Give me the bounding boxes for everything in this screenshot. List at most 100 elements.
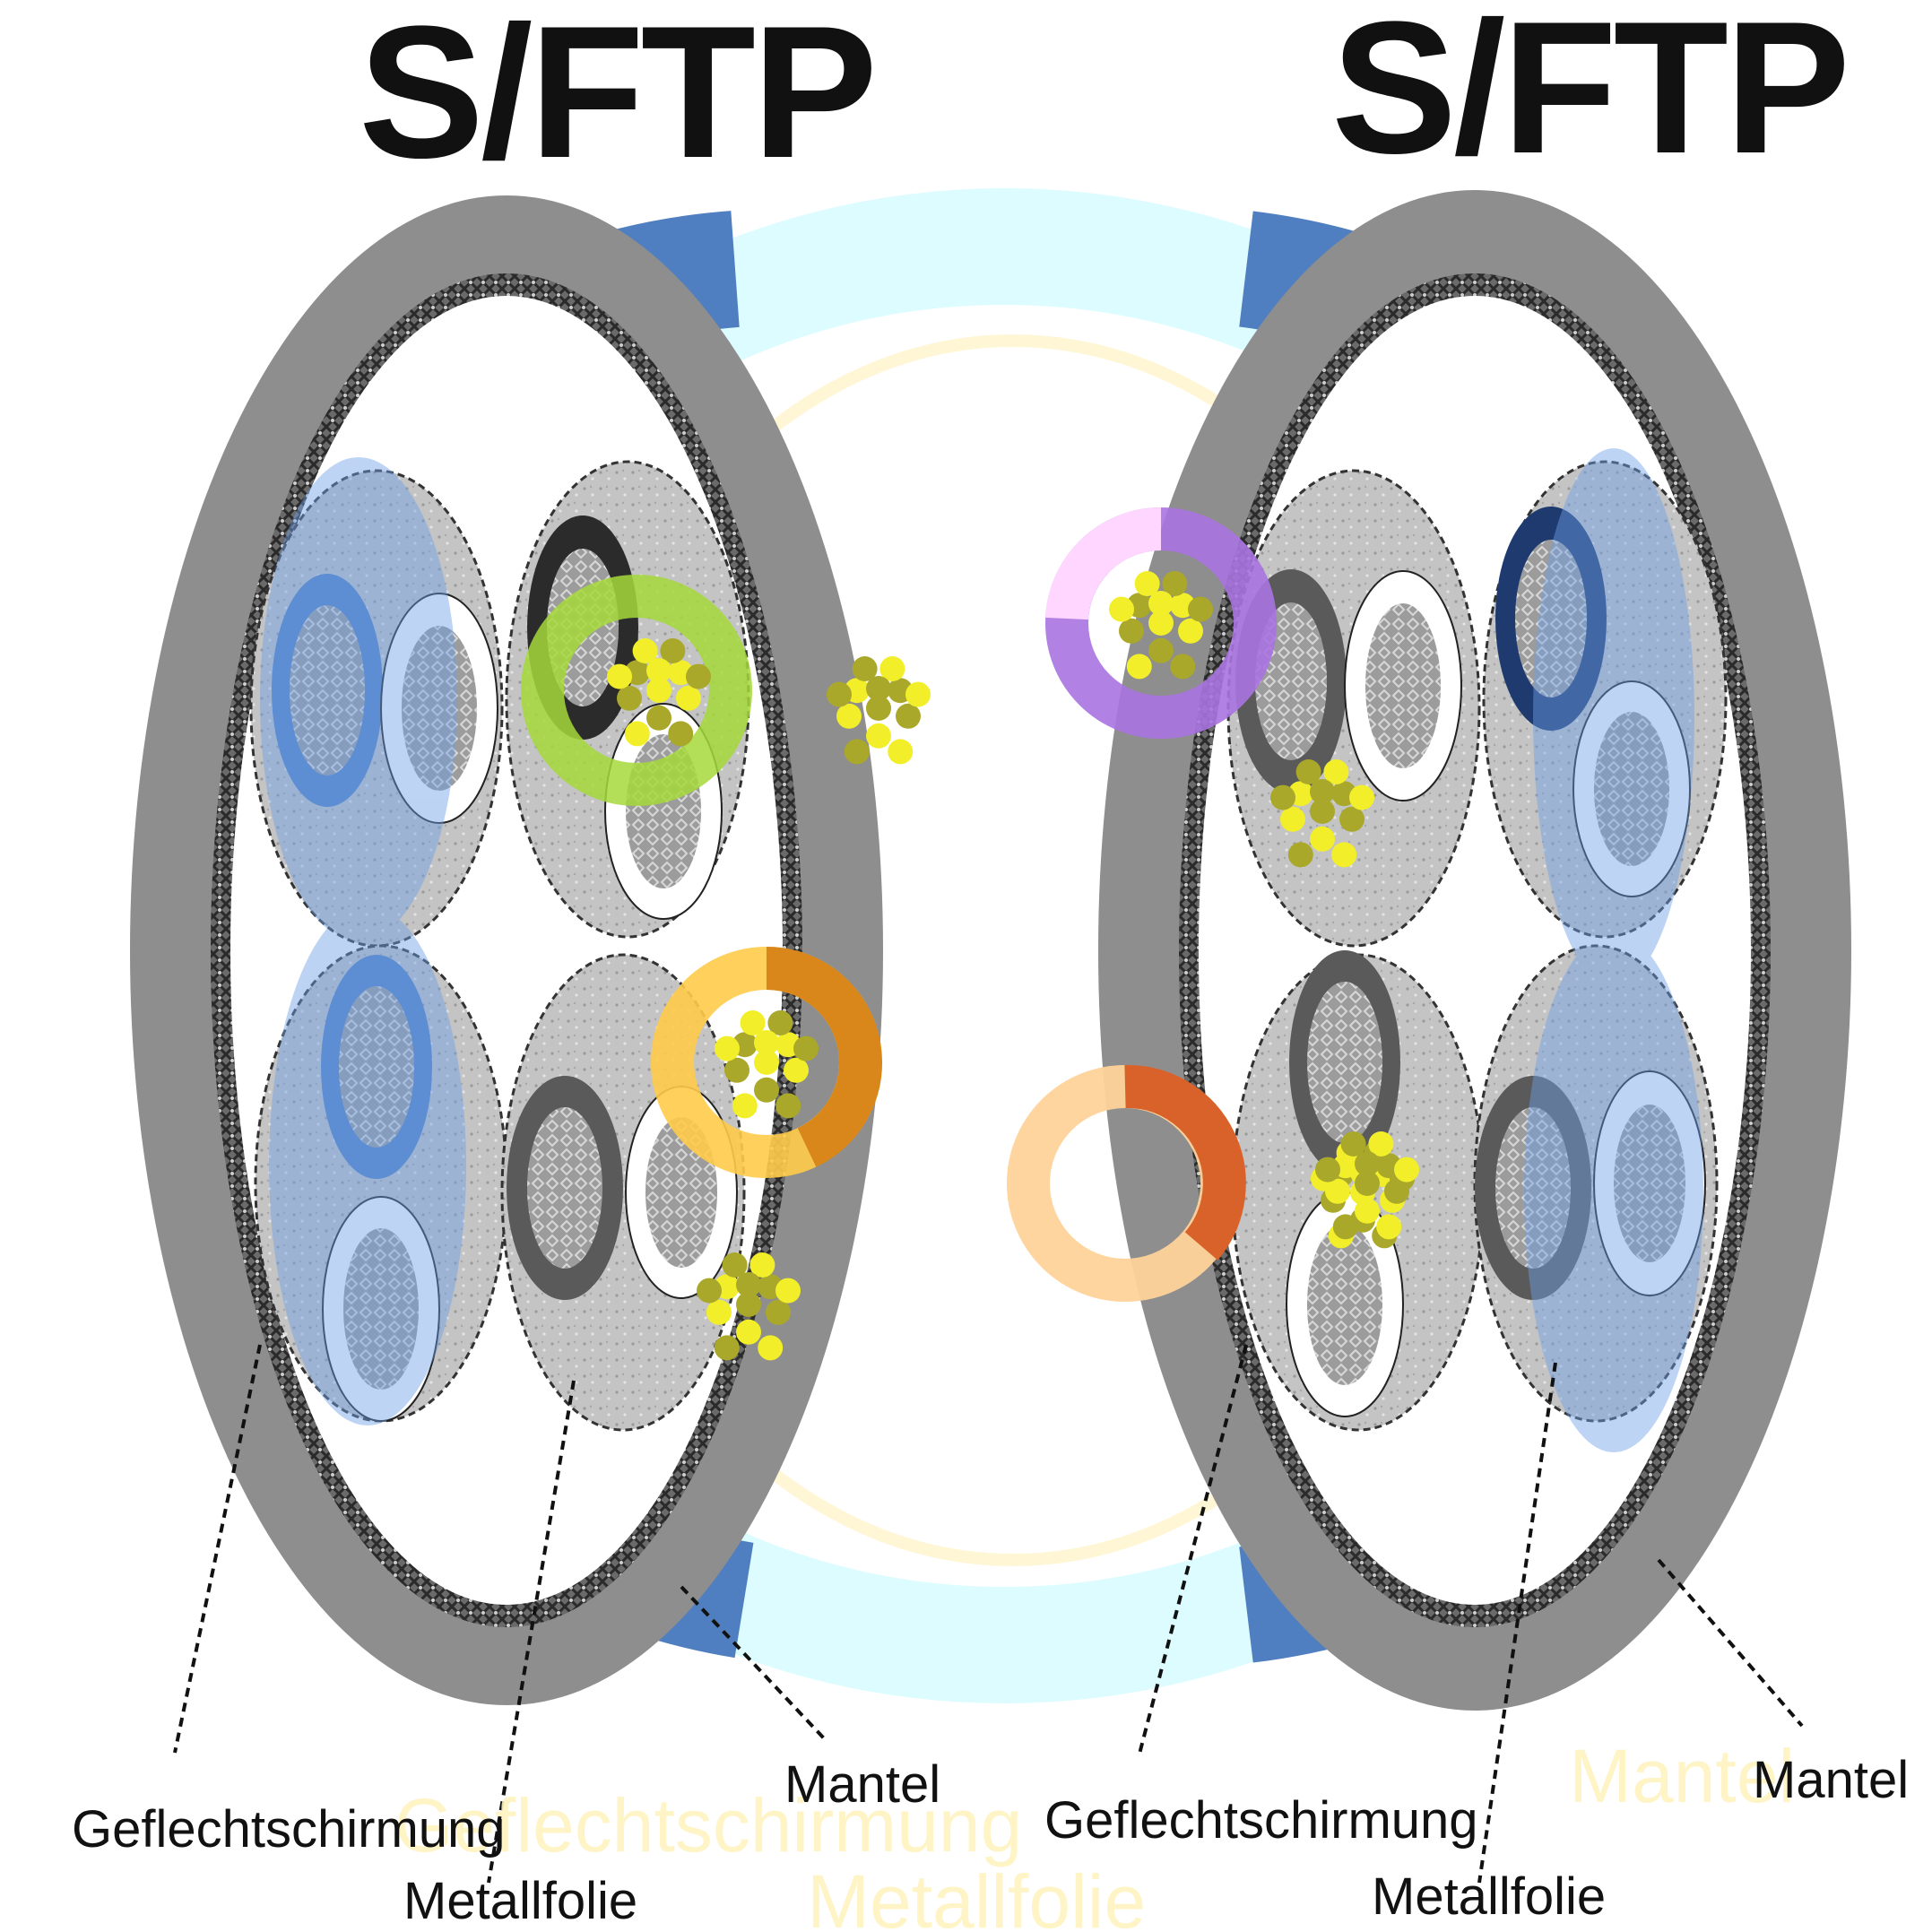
left-jacket-label: Mantel	[784, 1755, 940, 1814]
right-title: S/FTP	[1331, 0, 1847, 193]
copper-strand	[1295, 759, 1321, 784]
copper-strand	[736, 1319, 761, 1345]
copper-strand	[766, 1299, 791, 1325]
leader-left-foil	[487, 1380, 576, 1884]
right-jacket-label: Mantel	[1753, 1751, 1909, 1809]
ghost-foil-label: Metallfolie	[807, 1859, 1146, 1932]
copper-strand	[714, 1335, 740, 1361]
copper-strand	[646, 705, 671, 731]
ring-green	[521, 575, 752, 806]
wire-conductor	[339, 986, 414, 1148]
copper-strand	[1119, 618, 1144, 644]
copper-strand	[1315, 1157, 1340, 1183]
copper-strand	[852, 656, 878, 681]
right-cable	[1098, 190, 1851, 1711]
copper-strand	[1340, 1131, 1366, 1157]
copper-strand	[836, 703, 862, 729]
copper-strand	[1270, 784, 1295, 810]
right-pair-1	[1226, 469, 1481, 948]
copper-strand	[676, 685, 701, 711]
copper-strand	[697, 1278, 722, 1304]
copper-strand	[793, 1035, 819, 1061]
right-foil-label: Metallfolie	[1372, 1867, 1606, 1926]
tint-blue	[260, 457, 457, 941]
copper-strand	[632, 638, 658, 663]
copper-strand	[1170, 654, 1196, 680]
left-pair-4	[500, 953, 746, 1432]
tint-overlays	[260, 448, 1703, 1452]
copper-strand	[1134, 571, 1160, 596]
copper-strand	[1148, 591, 1174, 616]
copper-strand	[754, 1030, 779, 1055]
copper-strand	[1339, 806, 1365, 832]
copper-strand	[1280, 806, 1305, 832]
copper-strand	[1349, 784, 1374, 810]
copper-strand	[1325, 1178, 1350, 1204]
copper-strand	[1148, 637, 1174, 663]
copper-strand	[879, 656, 905, 681]
copper-strand	[1287, 842, 1313, 868]
copper-strand	[767, 1010, 793, 1035]
copper-strand	[1323, 759, 1349, 784]
copper-strand	[896, 703, 921, 729]
copper-strand	[668, 721, 694, 747]
wire-conductor	[1515, 540, 1587, 697]
copper-strand	[1188, 596, 1213, 622]
copper-strand	[754, 1077, 779, 1103]
tint-blue	[269, 905, 466, 1425]
copper-strand	[784, 1057, 809, 1083]
copper-strand	[624, 721, 650, 747]
copper-strand	[1394, 1157, 1419, 1183]
tint-blue	[1524, 932, 1703, 1452]
copper-strand	[1310, 779, 1335, 804]
copper-strand	[844, 739, 870, 765]
leader-left-jacket	[680, 1585, 827, 1741]
copper-strand	[1310, 826, 1335, 852]
wire-conductor	[290, 605, 365, 775]
wire-conductor	[1594, 712, 1669, 866]
copper-strand-clusters	[607, 571, 1419, 1361]
wire-conductor	[1614, 1105, 1685, 1262]
copper-strand	[866, 676, 891, 701]
copper-strand	[715, 1035, 740, 1061]
leader-right-jacket	[1657, 1558, 1804, 1728]
copper-strand	[660, 638, 686, 663]
ghost-labels: Geflechtschirmung Metallfolie Mantel	[394, 1734, 1795, 1932]
leader-right-braid	[1137, 1344, 1248, 1758]
copper-strand	[754, 1050, 779, 1075]
copper-strand	[866, 723, 891, 749]
copper-strand	[866, 696, 891, 721]
ring-pink	[1045, 507, 1162, 620]
copper-strand	[1355, 1171, 1380, 1196]
copper-strand	[722, 1252, 748, 1278]
left-foil-label: Metallfolie	[403, 1872, 637, 1930]
copper-strand	[1310, 799, 1335, 824]
copper-strand	[1368, 1131, 1394, 1157]
right-pair-2	[1482, 460, 1728, 939]
copper-strand	[1126, 654, 1152, 680]
highlight-rings	[521, 507, 1277, 1302]
copper-strand	[827, 681, 852, 707]
copper-strand	[686, 663, 711, 689]
wire-conductor	[343, 1228, 419, 1390]
copper-strand	[607, 663, 632, 689]
copper-strand	[758, 1335, 784, 1361]
copper-strand	[646, 678, 671, 703]
copper-strand	[1109, 596, 1134, 622]
tint-blue	[1533, 448, 1694, 986]
leader-right-foil	[1477, 1362, 1557, 1884]
ghost-braid-label: Geflechtschirmung	[394, 1783, 1022, 1867]
leader-left-braid	[173, 1344, 262, 1754]
right-pair-4	[1473, 944, 1719, 1423]
right-core-space	[1199, 296, 1751, 1605]
copper-strand	[1355, 1151, 1380, 1176]
copper-strand	[706, 1299, 732, 1325]
copper-strand	[1162, 571, 1188, 596]
copper-strand	[724, 1057, 749, 1083]
wire-conductor	[1307, 982, 1382, 1143]
copper-strand	[1376, 1214, 1402, 1240]
wire-conductor	[402, 626, 477, 791]
copper-strand	[646, 658, 671, 683]
copper-strand	[749, 1252, 775, 1278]
ring-orange-dark	[766, 947, 883, 1167]
